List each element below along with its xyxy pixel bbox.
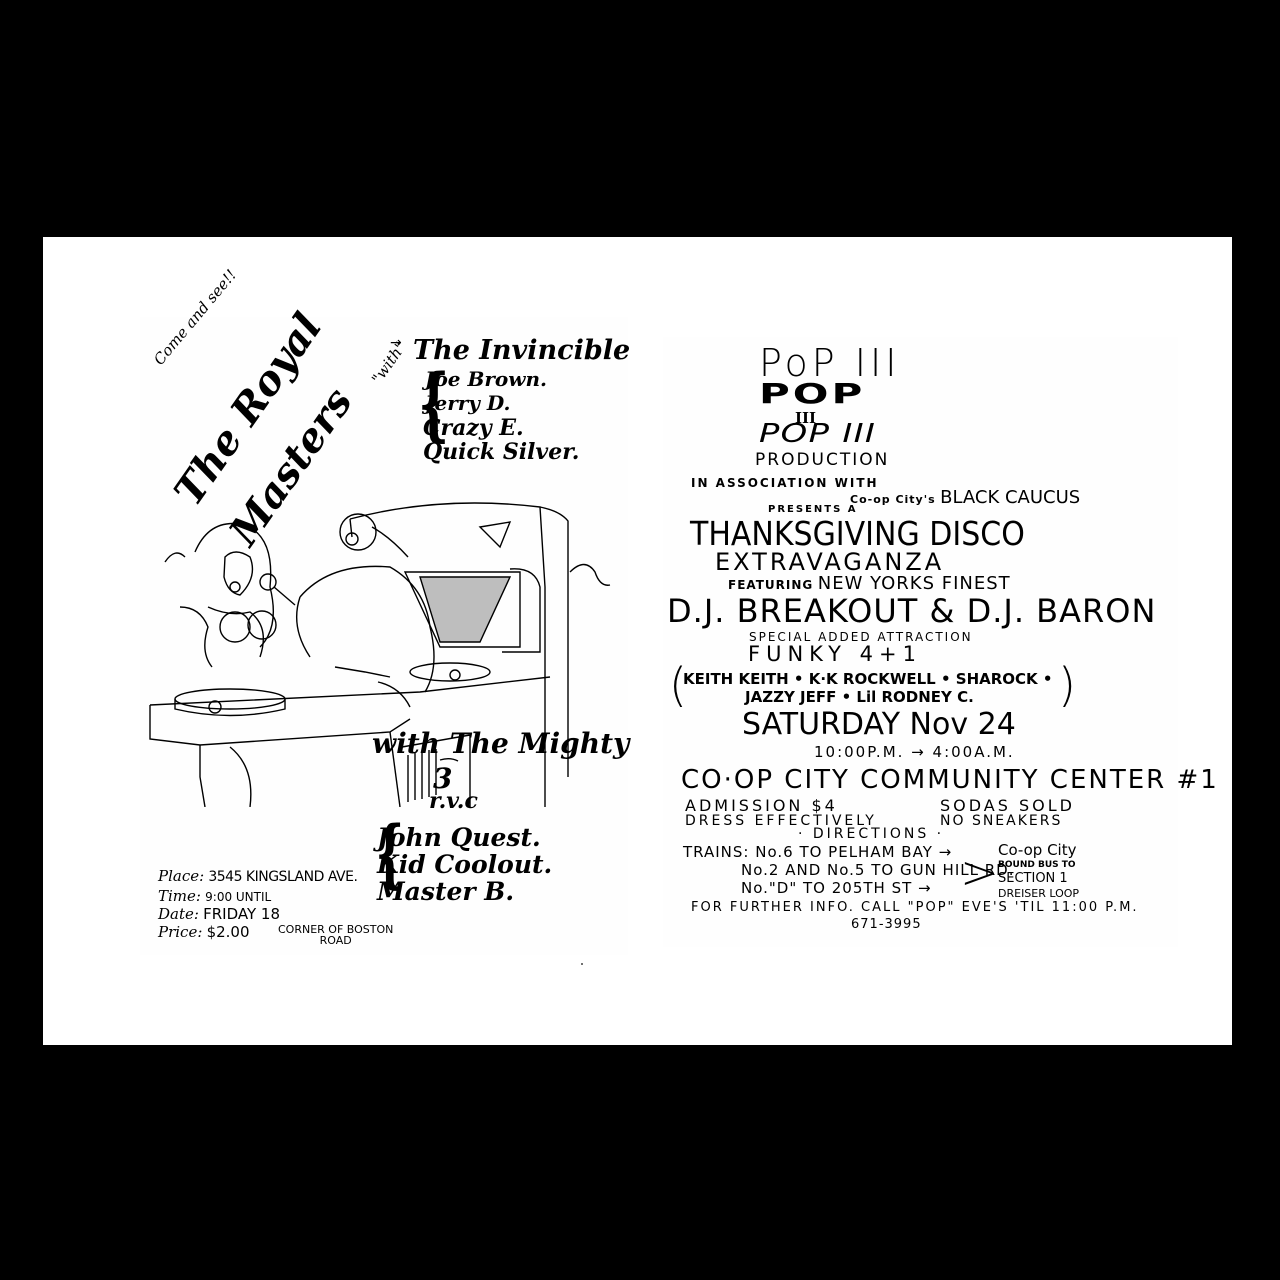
crew-member: Joe Brown. bbox=[425, 367, 547, 391]
price-label: Price: bbox=[158, 923, 203, 941]
corner-note: CORNER OF BOSTON ROAD bbox=[278, 924, 393, 946]
with-text: "with" bbox=[368, 338, 410, 388]
logo-line2-sub: III bbox=[795, 409, 817, 427]
coop-city-text: Co-op City's bbox=[850, 493, 936, 506]
crew-member: John Quest. bbox=[377, 823, 541, 852]
come-and-see-text: Come and see!! bbox=[150, 265, 241, 369]
place-line: Place: 3545 KINGSLAND AVE. bbox=[158, 867, 358, 885]
event-hours: 10:00P.M. → 4:00A.M. bbox=[814, 743, 1015, 761]
support-number: 3 bbox=[433, 762, 453, 795]
production-label: PRODUCTION bbox=[755, 450, 890, 470]
funky-members-line2: JAZZY JEFF • Lil RODNEY C. bbox=[745, 688, 974, 706]
price-line: Price: $2.00 bbox=[158, 923, 250, 941]
thanksgiving-disco-flyer: PoP III POP III POP III PRODUCTION IN AS… bbox=[663, 337, 1217, 947]
support-act-heading: with The Mighty bbox=[372, 727, 630, 760]
royal-masters-flyer: Come and see!! The Royal Masters "with" … bbox=[140, 266, 631, 955]
crew-member: Quick Silver. bbox=[423, 439, 580, 465]
logo-line1: PoP III bbox=[759, 341, 901, 385]
destination-line: DREISER LOOP bbox=[998, 887, 1080, 900]
sponsor-line: Co-op City's BLACK CAUCUS bbox=[850, 487, 1080, 508]
event-date: SATURDAY Nov 24 bbox=[742, 707, 1016, 742]
crew-member: Jerry D. bbox=[425, 391, 511, 415]
price-value: $2.00 bbox=[206, 923, 250, 941]
presents-text: PRESENTS A bbox=[768, 504, 858, 515]
phone-number: 671-3995 bbox=[851, 917, 922, 932]
funky-members-line1: KEITH KEITH • K·K ROCKWELL • SHAROCK • bbox=[683, 670, 1053, 688]
headliner-name: The Invincible bbox=[413, 335, 631, 366]
crew-member: Master B. bbox=[377, 877, 515, 906]
logo-line2: POP bbox=[759, 377, 866, 410]
black-caucus-text: BLACK CAUCUS bbox=[940, 487, 1081, 508]
place-label: Place: bbox=[158, 867, 205, 885]
open-paren: ( bbox=[669, 658, 687, 712]
event-title: THANKSGIVING DISCO bbox=[690, 515, 1025, 554]
special-attraction-label: SPECIAL ADDED ATTRACTION bbox=[749, 630, 973, 644]
further-info: FOR FURTHER INFO. CALL "POP" EVE'S 'TIL … bbox=[691, 900, 1139, 915]
event-subtitle: EXTRAVAGANZA bbox=[715, 548, 945, 576]
destination-line: BOUND BUS TO bbox=[998, 860, 1076, 870]
poster-card: Come and see!! The Royal Masters "with" … bbox=[43, 237, 1232, 1045]
arrow-icon: → bbox=[390, 335, 402, 351]
dress-code: DRESS EFFECTIVELY bbox=[685, 813, 877, 829]
destination-line: SECTION 1 bbox=[998, 871, 1068, 886]
destination-line: Co-op City bbox=[998, 841, 1077, 859]
speck bbox=[581, 963, 583, 965]
brace-icon: { bbox=[375, 811, 405, 897]
featuring-label: FEATURING bbox=[728, 578, 814, 592]
crew-member: Kid Coolout. bbox=[377, 850, 553, 879]
time-line: Time: 9:00 UNTIL bbox=[158, 887, 271, 905]
place-value: 3545 KINGSLAND AVE. bbox=[208, 869, 358, 885]
close-paren: ) bbox=[1058, 658, 1076, 712]
date-line: Date: FRIDAY 18 bbox=[158, 905, 280, 923]
association-text: IN ASSOCIATION WITH bbox=[691, 476, 879, 490]
time-value: 9:00 UNTIL bbox=[205, 890, 272, 904]
train-direction: TRAINS: No.6 TO PELHAM BAY → bbox=[683, 843, 953, 861]
admission-price: ADMISSION $4 bbox=[685, 796, 838, 815]
support-suffix: r.v.c bbox=[429, 788, 478, 814]
logo-line3: POP III bbox=[759, 419, 877, 449]
time-label: Time: bbox=[158, 887, 201, 905]
corner-line1: CORNER OF BOSTON bbox=[278, 923, 394, 936]
brace-icon: { bbox=[418, 356, 450, 450]
train-direction: No.2 AND No.5 TO GUN HILL RD. bbox=[741, 861, 1015, 879]
directions-heading: · DIRECTIONS · bbox=[798, 826, 945, 842]
corner-line2: ROAD bbox=[319, 934, 352, 947]
sneakers-note: NO SNEAKERS bbox=[940, 813, 1063, 829]
chevron-right-icon: > bbox=[960, 845, 999, 899]
sodas-note: SODAS SOLD bbox=[940, 796, 1075, 815]
headliner-djs: D.J. BREAKOUT & D.J. BARON bbox=[667, 592, 1157, 630]
date-label: Date: bbox=[158, 905, 199, 923]
featuring-value: NEW YORKS FINEST bbox=[817, 573, 1011, 594]
venue-name: CO·OP CITY COMMUNITY CENTER #1 bbox=[681, 765, 1219, 795]
funky-4-1-title: FUNKY 4+1 bbox=[748, 642, 923, 666]
crew-member: Crazy E. bbox=[423, 415, 524, 441]
train-direction: No."D" TO 205TH ST → bbox=[741, 879, 932, 897]
featuring-line: FEATURING NEW YORKS FINEST bbox=[728, 573, 1011, 594]
date-value: FRIDAY 18 bbox=[203, 905, 280, 923]
dj-illustration bbox=[149, 502, 611, 807]
